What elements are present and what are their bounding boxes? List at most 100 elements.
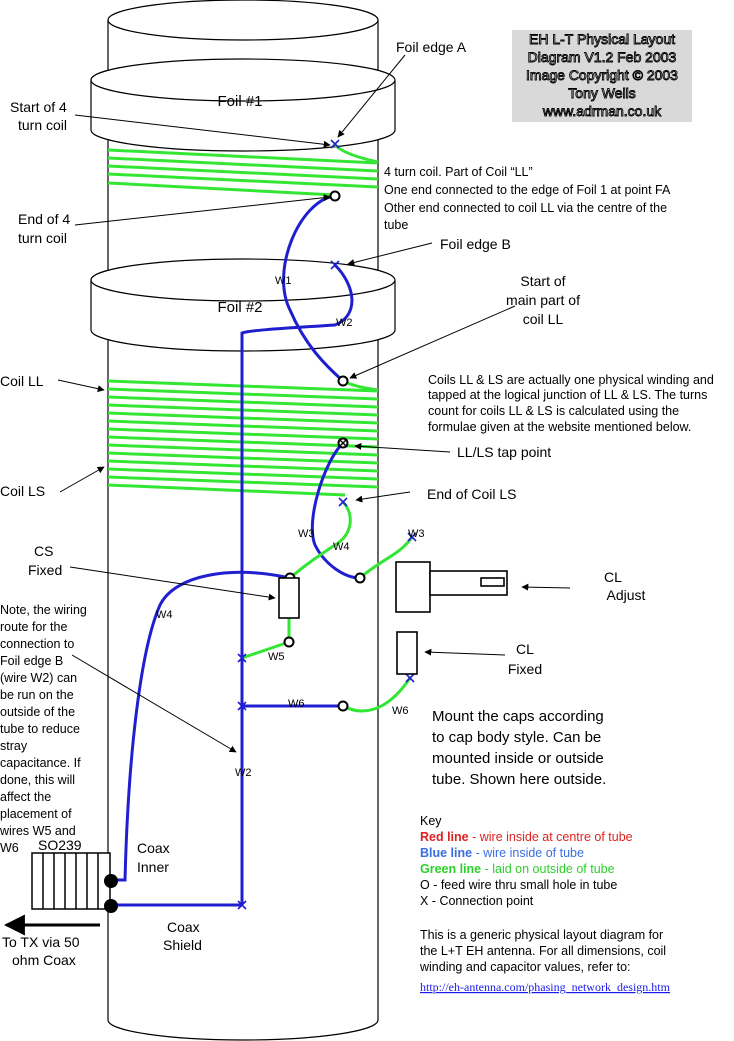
coils-note-2: tapped at the logical junction of LL & L…	[428, 388, 707, 402]
footer: This is a generic physical layout diagra…	[419, 928, 671, 994]
tube	[107, 0, 379, 1041]
wiring-note-line: (wire W2) can	[0, 671, 77, 685]
wire-w6-right-label: W6	[392, 705, 409, 717]
reference-link[interactable]: http://eh-antenna.com/phasing_network_de…	[420, 980, 671, 994]
foil-2-label: Foil #2	[217, 299, 262, 316]
title-line-3: Image Copyright © 2003	[526, 67, 678, 83]
wiring-note-line: Foil edge B	[0, 654, 63, 668]
wiring-note-line: outside of the	[0, 705, 75, 719]
end-coil-ls-label: End of Coil LS	[427, 486, 517, 502]
title-block: EH L-T Physical Layout Diagram V1.2 Feb …	[512, 30, 692, 122]
wire-w4-label: W4	[333, 541, 350, 553]
title-line-2: Diagram V1.2 Feb 2003	[528, 49, 677, 65]
coax-shield-terminal	[104, 899, 118, 913]
wire-w3-label: W3	[298, 528, 315, 540]
wiring-note-line: stray	[0, 739, 28, 753]
wiring-note-line: wires W5 and	[0, 824, 76, 838]
start-main-label-3: coil LL	[523, 311, 564, 327]
cl-fixed-label-1: CL	[516, 641, 534, 657]
wiring-note-line: done, this will	[0, 773, 75, 787]
coax-shield-label-2: Shield	[163, 937, 202, 953]
foil-2: Foil #2	[90, 258, 396, 352]
coils-note-4: formulae given at the website mentioned …	[428, 420, 691, 434]
coil-ll-label: Coil LL	[0, 373, 44, 389]
coax-inner-label-1: Coax	[137, 840, 170, 856]
coil-note-3: Other end connected to coil LL via the c…	[384, 201, 667, 215]
coil-ls-label: Coil LS	[0, 483, 45, 499]
blue-wires	[110, 194, 361, 907]
wire-w4-left-label: W4	[156, 609, 173, 621]
cs-fixed-capacitor	[278, 577, 300, 619]
key-o-row: O - feed wire thru small hole in tube	[420, 878, 617, 892]
key-blue-row: Blue line - wire inside of tube	[420, 846, 584, 860]
wiring-note-line: tube to reduce	[0, 722, 80, 736]
wire-w6-label: W6	[288, 698, 305, 710]
mount-note-line: Mount the caps according	[432, 708, 604, 725]
wiring-note-line: route for the	[0, 620, 67, 634]
start-main-label-1: Start of	[520, 273, 565, 289]
wiring-note-line: capacitance. If	[0, 756, 81, 770]
four-turn-coil	[107, 143, 379, 197]
mount-note-line: mounted inside or outside	[432, 750, 604, 767]
coil-note-1: 4 turn coil. Part of Coil “LL”	[384, 165, 533, 179]
start-4turn-label-2: turn coil	[18, 117, 67, 133]
footer-line: This is a generic physical layout diagra…	[420, 928, 663, 942]
coil-note-4: tube	[384, 218, 408, 232]
footer-line: winding and capacitor values, refer to:	[419, 960, 631, 974]
callout-arrows	[57, 54, 571, 753]
foil-1-label: Foil #1	[217, 93, 262, 110]
cs-fixed-label-2: Fixed	[28, 562, 62, 578]
tap-point-label: LL/LS tap point	[457, 444, 551, 460]
green-wires	[241, 500, 414, 713]
wiring-note-line: be run on the	[0, 688, 74, 702]
key-heading: Key	[420, 814, 442, 828]
key-blue-desc: - wire inside of tube	[472, 846, 584, 860]
cl-adjust-label-2: Adjust	[607, 587, 646, 603]
key-blue-term: Blue line	[420, 846, 472, 860]
wiring-note-line: affect the	[0, 790, 51, 804]
so239-connector	[31, 852, 111, 910]
title-line-1: EH L-T Physical Layout	[529, 31, 675, 47]
key-red-row: Red line - wire inside at centre of tube	[420, 830, 633, 844]
to-tx-label-1: To TX via 50	[2, 934, 80, 950]
cl-fixed-label-2: Fixed	[508, 661, 542, 677]
to-tx-label-2: ohm Coax	[12, 952, 76, 968]
wire-w5-label: W5	[268, 651, 285, 663]
key-green-desc: - laid on outside of tube	[481, 862, 614, 876]
so239-label: SO239	[38, 837, 82, 853]
title-line-4: Tony Wells	[568, 85, 635, 101]
wire-w1-label: W1	[275, 275, 292, 287]
wiring-note-line: placement of	[0, 807, 72, 821]
wire-w2-label: W2	[336, 317, 353, 329]
cs-fixed-label-1: CS	[34, 543, 53, 559]
start-main-label-2: main part of	[506, 292, 580, 308]
end-4turn-label-2: turn coil	[18, 230, 67, 246]
coil-note-2: One end connected to the edge of Foil 1 …	[384, 183, 671, 197]
foil-edge-b-label: Foil edge B	[440, 236, 511, 252]
cl-adjust-capacitor	[395, 561, 508, 613]
coax-shield-label-1: Coax	[167, 919, 200, 935]
key-red-term: Red line	[420, 830, 469, 844]
coils-note-3: count for coils LL & LS is calculated us…	[428, 404, 679, 418]
key-green-row: Green line - laid on outside of tube	[420, 862, 615, 876]
foil-1: Foil #1	[90, 58, 396, 152]
cl-fixed-capacitor	[396, 631, 418, 675]
start-4turn-label-1: Start of 4	[10, 99, 67, 115]
key: Key Red line - wire inside at centre of …	[420, 814, 633, 908]
end-4turn-label-1: End of 4	[18, 211, 70, 227]
key-red-desc: - wire inside at centre of tube	[469, 830, 633, 844]
key-x-row: X - Connection point	[420, 894, 534, 908]
title-line-5: www.adrman.co.uk	[542, 103, 662, 119]
wiring-note: Note, the wiring route for the connectio…	[0, 603, 87, 855]
mount-note-line: to cap body style. Can be	[432, 729, 601, 746]
mount-note-line: tube. Shown here outside.	[432, 771, 606, 788]
wiring-note-line: Note, the wiring	[0, 603, 87, 617]
key-green-term: Green line	[420, 862, 481, 876]
wire-w2-lower-label: W2	[235, 767, 252, 779]
mount-note: Mount the caps according to cap body sty…	[432, 708, 606, 788]
foil-edge-a-label: Foil edge A	[396, 39, 467, 55]
footer-line: the L+T EH antenna. For all dimensions, …	[420, 944, 666, 958]
coils-note-1: Coils LL & LS are actually one physical …	[428, 373, 714, 387]
wire-w3-right-label: W3	[408, 528, 425, 540]
coax-inner-terminal	[104, 874, 118, 888]
